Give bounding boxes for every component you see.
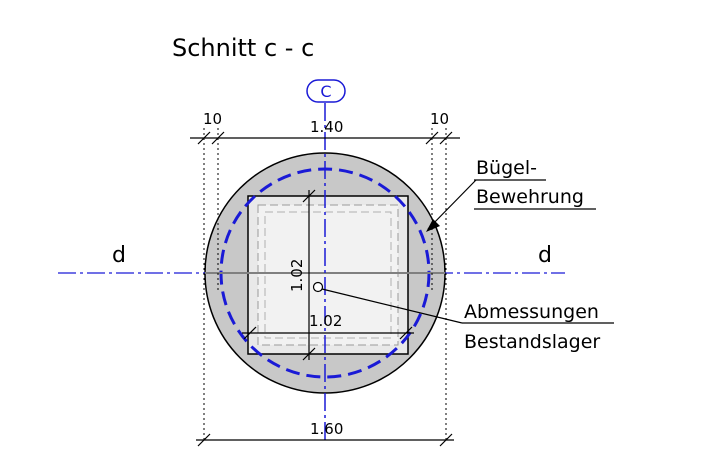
inner-horizontal-dimension <box>242 326 414 340</box>
axis-marker-label: C <box>320 82 331 101</box>
leader-bearing <box>321 288 463 324</box>
bearing-inner-dashed <box>257 204 399 346</box>
inner-vertical-dimension <box>302 189 316 361</box>
bottom-dimension-line <box>196 433 454 447</box>
bearing-center-marker <box>312 281 324 293</box>
dim-inner-vertical: 1.02 <box>288 259 306 292</box>
leader-reinforcement <box>427 179 477 230</box>
leader-reinforcement-arrow <box>426 219 440 232</box>
dim-top-left: 10 <box>203 110 222 128</box>
label-bearing-line2: Bestandslager <box>464 331 600 353</box>
label-reinforcement-line2: Bewehrung <box>476 186 584 208</box>
dim-top-right: 10 <box>430 110 449 128</box>
dim-top-total: 1.40 <box>310 118 343 136</box>
bearing-inner-dashed-2 <box>264 211 392 339</box>
section-letter-left: d <box>112 243 126 268</box>
extension-lines <box>203 128 447 440</box>
dim-bottom-total: 1.60 <box>310 420 343 438</box>
label-bearing-line1: Abmessungen <box>464 301 599 323</box>
dim-inner-horizontal: 1.02 <box>309 312 342 330</box>
drawing-title: Schnitt c - c <box>172 34 314 62</box>
label-reinforcement-line1: Bügel- <box>476 157 537 179</box>
axis-marker-c <box>306 79 346 103</box>
top-dimension-line <box>190 131 460 145</box>
section-letter-right: d <box>538 243 552 268</box>
